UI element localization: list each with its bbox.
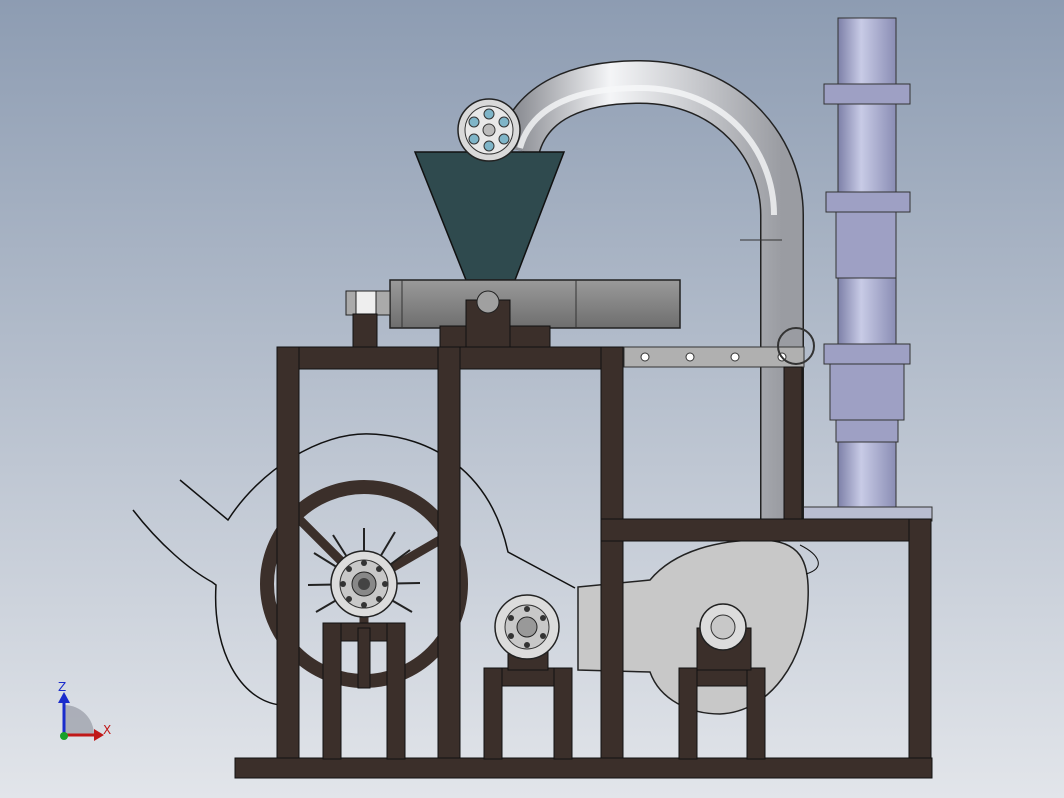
- middle-bearing-stand: [483, 594, 573, 760]
- x-axis-label: X: [103, 723, 111, 737]
- link-plate: [623, 327, 815, 368]
- discharge-pipe: [496, 59, 804, 520]
- vertical-column: [799, 17, 933, 522]
- coordinate-triad: Z X: [58, 680, 111, 741]
- screw-feeder: [345, 279, 681, 349]
- top-bearing: [457, 98, 521, 162]
- rotor-bearing-stand: [322, 550, 406, 760]
- drum-housing-outline: [132, 433, 576, 706]
- z-axis-label: Z: [58, 680, 66, 694]
- triad-plane-icon: [64, 705, 94, 735]
- y-axis-dot: [60, 732, 68, 740]
- main-frame: [234, 346, 933, 779]
- fan-bearing-stand: [678, 603, 766, 760]
